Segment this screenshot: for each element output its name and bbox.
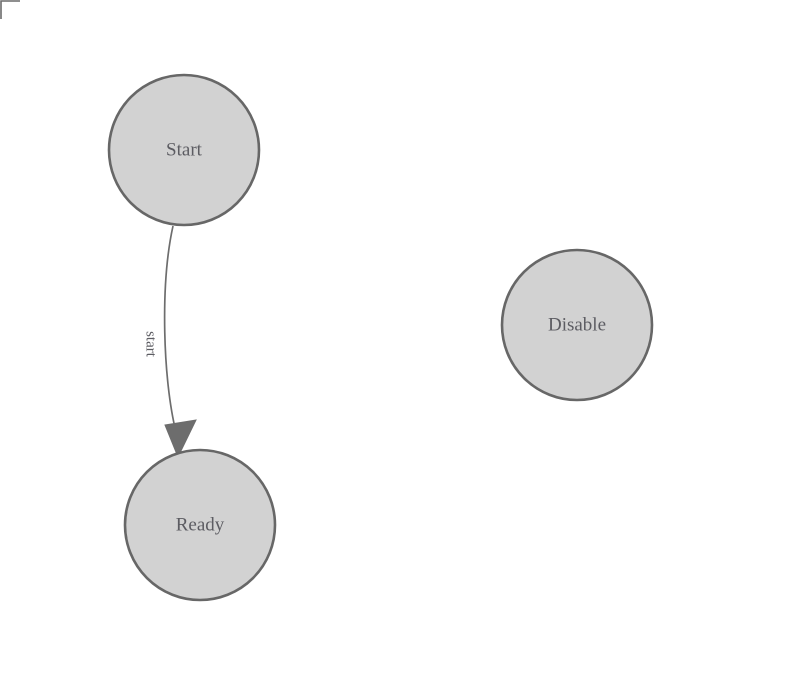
node-ready-label: Ready bbox=[176, 514, 225, 535]
canvas-corner-mark-icon bbox=[0, 0, 20, 19]
node-disable-label: Disable bbox=[548, 314, 606, 335]
node-disable-circle bbox=[500, 248, 654, 402]
node-ready-circle bbox=[123, 448, 277, 602]
node-ready[interactable]: Ready bbox=[123, 448, 277, 602]
edge-start-to-ready[interactable]: start bbox=[143, 225, 197, 459]
node-start-label: Start bbox=[166, 139, 203, 160]
arrowhead-icon bbox=[164, 419, 197, 459]
edge-label-start: start bbox=[143, 331, 159, 358]
node-disable[interactable]: Disable bbox=[500, 248, 654, 402]
edge-line bbox=[163, 225, 177, 433]
node-start-circle bbox=[107, 73, 261, 227]
node-start[interactable]: Start bbox=[107, 73, 261, 227]
